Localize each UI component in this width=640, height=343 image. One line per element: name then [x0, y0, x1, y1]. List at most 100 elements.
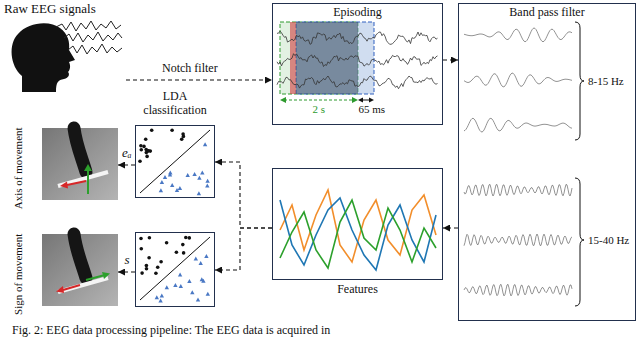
free-label-box: 8-15 Hz: [588, 75, 624, 88]
process-box: Episoding: [272, 3, 443, 125]
robot-photo: [42, 128, 118, 200]
class-b-point: [173, 283, 177, 287]
class-a-point: [140, 148, 144, 152]
class-b-point: [155, 295, 159, 299]
edge-label-box: Notch filter: [160, 62, 220, 76]
class-b-point: [160, 294, 164, 298]
class-b-point: [163, 175, 167, 179]
class-b-point: [196, 298, 200, 302]
class-a-point: [145, 155, 149, 159]
class-b-point: [179, 284, 183, 288]
class-b-point: [168, 173, 172, 177]
class-a-point: [145, 267, 149, 271]
class-b-point: [186, 173, 190, 177]
decision-line: [140, 130, 210, 193]
free-label-box: 2 s: [313, 103, 326, 116]
class-b-point: [197, 176, 201, 180]
class-b-point: [194, 256, 198, 260]
connector: [443, 227, 458, 228]
connector: [215, 228, 272, 270]
robot-figure: Axis of movement: [6, 128, 118, 200]
class-a-point: [148, 236, 152, 240]
duration-arrow-head: [280, 97, 286, 103]
filtered-trace: [464, 284, 572, 296]
free-label-box: 65 ms: [359, 103, 386, 116]
class-a-point: [165, 241, 169, 245]
class-b-point: [203, 142, 207, 146]
class-b-point: [158, 299, 162, 303]
class-a-point: [139, 144, 143, 148]
duration-arrow-head: [352, 97, 358, 103]
feature-line: [280, 190, 436, 262]
edge-label-box: eₐ: [120, 146, 134, 161]
class-a-point: [170, 128, 174, 132]
motion-arrow: [86, 276, 103, 281]
connector: [118, 164, 135, 165]
class-b-point: [197, 191, 201, 195]
class-b-point: [190, 290, 194, 294]
feature-line: [280, 200, 436, 268]
motion-arrow-head: [84, 164, 92, 171]
motion-arrow-head: [60, 182, 68, 189]
classifier-plot: [135, 232, 215, 307]
filtered-trace: [464, 184, 572, 196]
class-b-point: [160, 180, 164, 184]
filtered-trace: [464, 28, 572, 42]
class-a-point: [138, 159, 142, 163]
robot-photo: [42, 234, 118, 306]
motion-arrow: [67, 181, 86, 185]
class-b-point: [205, 179, 209, 183]
class-b-point: [165, 285, 169, 289]
robot-bar: [58, 278, 108, 292]
class-a-point: [180, 137, 184, 141]
class-b-point: [175, 188, 179, 192]
class-b-point: [200, 277, 204, 281]
process-box: Band pass filter: [458, 3, 636, 321]
class-b-point: [192, 172, 196, 176]
brace: [575, 178, 584, 306]
connector: [118, 271, 135, 272]
class-b-point: [200, 171, 204, 175]
class-b-point: [199, 261, 203, 265]
robot-arm: [74, 128, 86, 172]
caption-box: Fig. 2: EEG data processing pipeline: Th…: [12, 324, 330, 338]
rotated-label: Axis of movement: [12, 127, 25, 209]
head-silhouette: [12, 23, 75, 92]
motion-arrow-head: [56, 286, 64, 293]
class-a-point: [156, 266, 160, 270]
window-blue: [296, 22, 374, 94]
feature-line: [280, 198, 436, 270]
classifier-plot: LDA classification: [135, 90, 215, 198]
class-b-point: [178, 186, 182, 190]
free-label: 65 ms: [359, 103, 386, 116]
edge-label: s: [123, 253, 132, 268]
class-a-point: [140, 271, 144, 275]
robot-arm: [74, 234, 86, 278]
box-title: Band pass filter: [459, 6, 635, 20]
eeg-wire: [56, 21, 121, 31]
rotated-label: Sign of movement: [12, 233, 25, 314]
free-label: 2 s: [313, 103, 326, 116]
decision-line: [140, 237, 210, 300]
edge-label: eₐ: [120, 146, 134, 161]
duration-arrow: [284, 100, 354, 101]
figure-heading: Raw EEG signals: [4, 2, 126, 17]
filtered-trace: [464, 234, 572, 246]
brace: [575, 22, 584, 140]
connector: [443, 59, 458, 60]
class-a-point: [175, 251, 179, 255]
plot-frame: [135, 125, 215, 198]
figure-node: Raw EEG signals: [4, 2, 126, 94]
caption: Fig. 2: EEG data processing pipeline: Th…: [12, 324, 330, 338]
scatter-points: [138, 128, 210, 195]
class-a-point: [188, 236, 192, 240]
class-a-point: [154, 271, 158, 275]
class-b-point: [205, 184, 209, 188]
plot-title: LDA classification: [135, 90, 215, 118]
class-a-point: [150, 128, 154, 132]
motion-arrow: [87, 170, 89, 194]
class-b-point: [178, 272, 182, 276]
